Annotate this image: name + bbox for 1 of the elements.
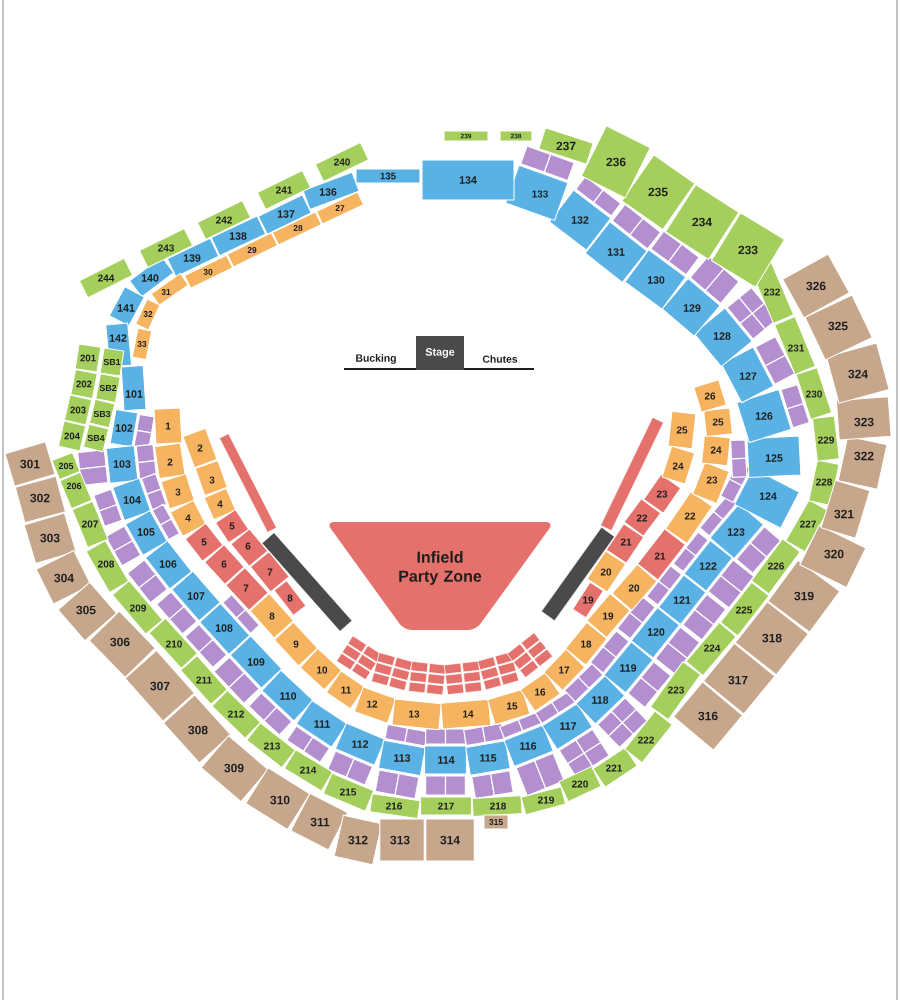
party-zone: Infield Party Zone [329, 522, 551, 630]
